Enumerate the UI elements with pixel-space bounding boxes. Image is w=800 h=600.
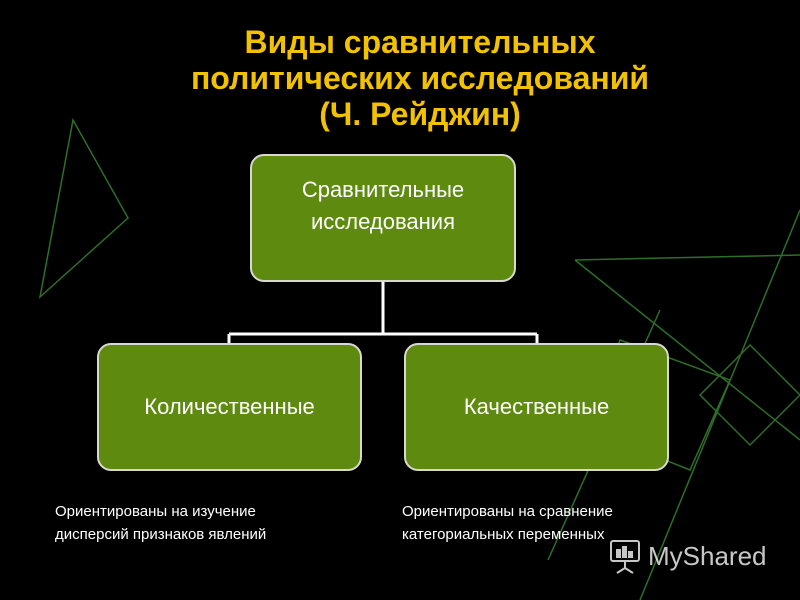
root-node-line-2: исследования bbox=[311, 209, 455, 234]
diagram-connectors bbox=[227, 282, 539, 343]
quantitative-node: Количественные bbox=[97, 343, 362, 471]
quantitative-node-label: Количественные bbox=[144, 394, 315, 419]
quantitative-note-line-2: дисперсий признаков явлений bbox=[55, 526, 267, 543]
title-line-1: Виды сравнительных bbox=[244, 24, 596, 60]
root-node: Сравнительные исследования bbox=[250, 154, 516, 282]
watermark: MyShared bbox=[608, 536, 784, 576]
qualitative-note: Ориентированы на сравнение категориальны… bbox=[402, 500, 613, 546]
quantitative-note-line-1: Ориентированы на изучение bbox=[55, 503, 256, 520]
watermark-text: MyShared bbox=[648, 541, 767, 571]
root-node-line-1: Сравнительные bbox=[301, 177, 465, 202]
qualitative-node-label: Качественные bbox=[463, 394, 610, 419]
title-line-2: политических исследований bbox=[190, 60, 650, 96]
qualitative-node: Качественные bbox=[404, 343, 669, 471]
quantitative-note: Ориентированы на изучение дисперсий приз… bbox=[55, 500, 266, 546]
decor-triangle-left bbox=[38, 117, 129, 300]
slide-title: Виды сравнительных политических исследов… bbox=[60, 24, 780, 132]
presentation-board-icon bbox=[610, 540, 640, 574]
qualitative-note-line-2: категориальных переменных bbox=[402, 526, 605, 543]
decor-diamond bbox=[698, 343, 800, 447]
decor-line-right-1 bbox=[574, 254, 800, 261]
decor-line-right-3 bbox=[639, 209, 800, 600]
title-line-3: (Ч. Рейджин) bbox=[319, 96, 521, 132]
qualitative-note-line-1: Ориентированы на сравнение bbox=[402, 503, 613, 520]
decor-line-right-2 bbox=[574, 259, 800, 441]
